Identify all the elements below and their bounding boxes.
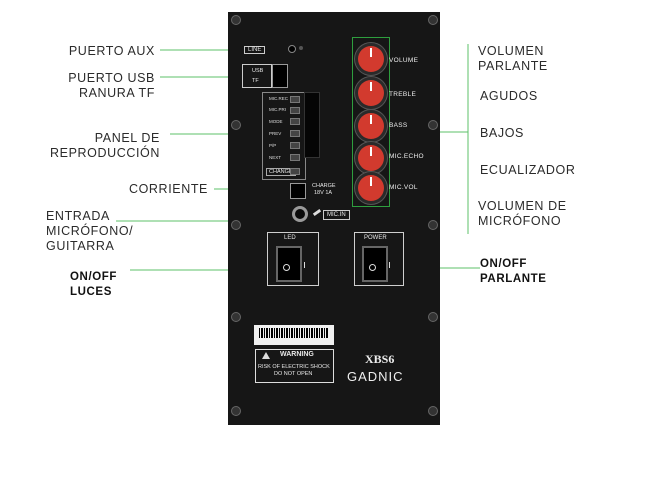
label-treble: AGUDOS (480, 89, 538, 103)
label-mic: ENTRADA MICRÓFONO/ GUITARRA (46, 209, 133, 254)
warning-title: WARNING (280, 351, 314, 358)
power-label: POWER (364, 235, 387, 241)
label-mic-line2: MICRÓFONO/ (46, 224, 134, 238)
display-window (304, 92, 320, 158)
mode-button[interactable] (290, 118, 300, 125)
treble-knob[interactable] (358, 80, 384, 106)
play-pause-button[interactable] (290, 142, 300, 149)
power-switch-on-icon (389, 262, 390, 268)
warning-box (255, 349, 334, 383)
label-usb: PUERTO USB RANURA TF (40, 71, 155, 101)
screw-icon (428, 312, 438, 322)
aux-jack-icon[interactable] (288, 45, 296, 53)
warning-line2: DO NOT OPEN (274, 371, 313, 377)
power-switch-off-icon (369, 264, 376, 271)
label-lights-line1: ON/OFF (70, 271, 118, 283)
screw-icon (231, 312, 241, 322)
label-eq: ECUALIZADOR (480, 163, 576, 177)
button-label-mic-pri: MIC.PRI (269, 107, 287, 112)
led-indicator-icon (299, 46, 303, 50)
barcode-sticker (254, 325, 334, 345)
label-usb-line1: PUERTO USB (68, 71, 155, 85)
line-label: LINE (244, 46, 266, 54)
button-label-play-pause: P/P (269, 143, 277, 148)
knob-label-treble: TREBLE (389, 91, 417, 98)
screw-icon (428, 406, 438, 416)
label-lights: ON/OFF LUCES (70, 270, 117, 300)
barcode-icon (259, 328, 329, 338)
led-switch-box (267, 232, 319, 286)
power-switch-box (354, 232, 404, 286)
warning-line1: RISK OF ELECTRIC SHOCK (258, 364, 330, 370)
label-lights-line2: LUCES (70, 286, 112, 298)
label-speaker-line1: ON/OFF (480, 258, 528, 270)
label-speaker-line2: PARLANTE (480, 273, 547, 285)
mic-jack-icon[interactable] (292, 206, 308, 222)
screw-icon (231, 15, 241, 25)
tf-label: TF (252, 78, 259, 84)
label-micvol-line1: VOLUMEN DE (478, 199, 567, 213)
power-switch[interactable] (362, 246, 388, 282)
label-speaker: ON/OFF PARLANTE (480, 257, 547, 287)
button-label-next: NEXT (269, 155, 282, 160)
label-power: CORRIENTE (128, 182, 208, 196)
button-label-mic-rec: MIC.REC (269, 96, 288, 101)
screw-icon (428, 120, 438, 130)
volume-knob[interactable] (358, 46, 384, 72)
model-name: XBS6 (365, 352, 395, 366)
knob-group (352, 37, 390, 207)
mic-rec-button[interactable] (290, 96, 300, 103)
next-button[interactable] (290, 154, 300, 161)
usb-tf-box (242, 64, 272, 88)
led-switch[interactable] (276, 246, 302, 282)
led-switch-on-icon (304, 262, 305, 268)
mic-echo-knob[interactable] (358, 145, 384, 171)
usb-port[interactable] (272, 64, 288, 88)
label-volume-line2: PARLANTE (478, 59, 548, 73)
label-micvol-line2: MICRÓFONO (478, 214, 562, 228)
knob-label-volume: VOLUME (389, 57, 419, 64)
screw-icon (231, 406, 241, 416)
label-mic-line1: ENTRADA (46, 209, 110, 223)
change-button[interactable] (290, 168, 300, 175)
screw-icon (428, 15, 438, 25)
label-usb-line2: RANURA TF (78, 86, 155, 100)
led-switch-off-icon (283, 264, 290, 271)
screw-icon (428, 220, 438, 230)
label-playback-line1: PANEL DE (94, 131, 160, 145)
screw-icon (231, 220, 241, 230)
label-playback-line2: REPRODUCCIÓN (50, 146, 160, 160)
label-aux: PUERTO AUX (68, 44, 155, 58)
led-label: LED (284, 235, 296, 241)
mic-vol-knob[interactable] (358, 175, 384, 201)
prev-button[interactable] (290, 130, 300, 137)
label-bass: BAJOS (480, 126, 524, 140)
charge-spec: 18V 1A (314, 190, 333, 196)
mic-pri-button[interactable] (290, 107, 300, 114)
charge-label: CHARGE (312, 183, 336, 189)
charge-port[interactable] (290, 183, 306, 199)
warning-triangle-icon (262, 352, 270, 359)
button-label-prev: PREV (269, 131, 282, 136)
label-volume-line1: VOLUMEN (478, 44, 545, 58)
screw-icon (231, 120, 241, 130)
usb-label: USB (252, 68, 264, 74)
button-label-mode: MODE (269, 119, 283, 124)
label-volume: VOLUMEN PARLANTE (478, 44, 548, 74)
bass-knob[interactable] (358, 113, 384, 139)
knob-label-bass: BASS (389, 122, 408, 129)
label-micvol: VOLUMEN DE MICRÓFONO (478, 199, 567, 229)
label-mic-line3: GUITARRA (46, 239, 115, 253)
knob-label-mic-vol: MIC.VOL (389, 184, 418, 191)
knob-label-mic-echo: MIC.ECHO (389, 153, 424, 160)
brand-logo: GADNIC (347, 369, 404, 384)
label-playback: PANEL DE REPRODUCCIÓN (20, 131, 160, 161)
mic-in-label: MIC.IN (323, 210, 350, 220)
